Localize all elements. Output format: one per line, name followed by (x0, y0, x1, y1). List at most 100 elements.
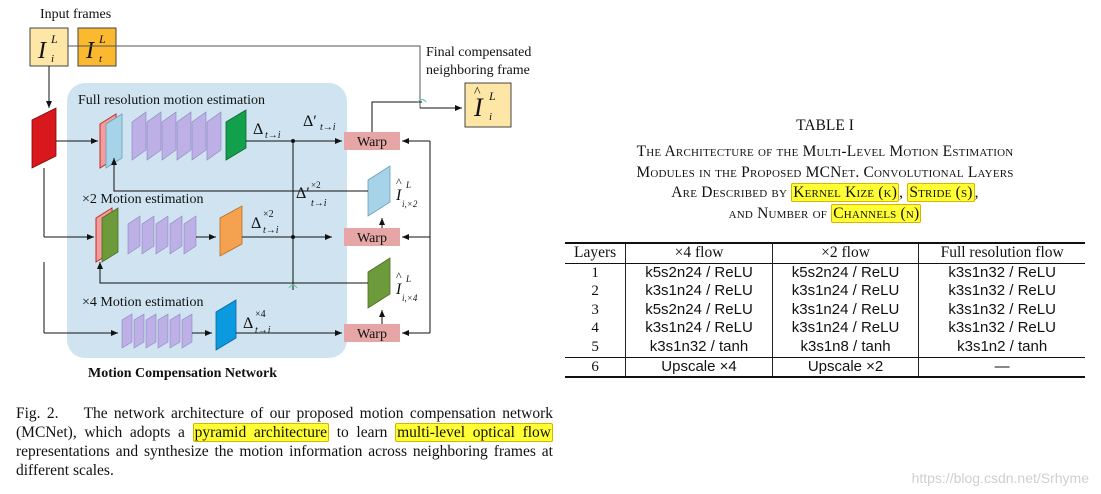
svg-text:L: L (98, 32, 106, 46)
svg-text:×2: ×2 (311, 180, 321, 190)
warp-label-full: Warp (357, 135, 387, 150)
svg-text:×4: ×4 (255, 309, 266, 320)
svg-text:t: t (99, 53, 103, 65)
full-res-label: Full resolution motion estimation (78, 93, 265, 108)
input-frame-t (77, 27, 117, 67)
svg-text:t→i: t→i (265, 130, 281, 141)
svg-text:L: L (405, 180, 411, 190)
header-layers: Layers (574, 244, 617, 261)
header-x4: ×4 flow (625, 243, 773, 264)
svg-text:^: ^ (396, 175, 402, 189)
highlight-stride: Stride (s) (907, 183, 975, 202)
svg-text:Δ′: Δ′ (296, 185, 310, 202)
svg-text:I: I (473, 93, 484, 122)
input-frame-i (29, 27, 69, 67)
highlight-optical-flow: multi-level optical flow (395, 423, 553, 442)
svg-text:t→i: t→i (255, 325, 271, 336)
table-cell: 5 (591, 338, 599, 355)
x4-flow-block (215, 299, 237, 351)
svg-text:I: I (85, 38, 95, 64)
figure-caption: Fig. 2. The network architecture of our … (16, 404, 553, 480)
table-desc-line4: and Number of Channels (n) (728, 203, 922, 223)
svg-text:Δ: Δ (253, 121, 263, 138)
table-title: TABLE I (796, 117, 854, 134)
svg-text:i: i (51, 53, 54, 65)
highlight-kernel: Kernel Kize (k) (791, 183, 900, 202)
svg-text:t→i: t→i (311, 198, 327, 209)
table-cell: 3 (591, 301, 599, 318)
table-cell: 1 (591, 264, 599, 281)
table-cell: Upscale ×2 (771, 357, 919, 378)
table-cell: k3s1n8 / tanh (771, 337, 919, 358)
highlight-pyramid: pyramid architecture (192, 423, 330, 442)
svg-text:Δ′: Δ′ (303, 113, 317, 130)
table-cell: k5s2n24 / ReLU (771, 263, 919, 283)
table-cell: k3s1n24 / ReLU (771, 319, 919, 338)
table-header-row: Layers ×4 flow ×2 flow Full resolution f… (565, 243, 1085, 264)
table-cell: k3s1n32 / ReLU (918, 263, 1085, 283)
svg-text:t→i: t→i (263, 225, 279, 236)
table-cell: k3s1n24 / ReLU (625, 319, 773, 338)
svg-text:L: L (50, 32, 58, 46)
table-cell: k3s1n24 / ReLU (625, 282, 773, 301)
table-cell: k3s1n32 / ReLU (918, 282, 1085, 301)
header-full: Full resolution flow (918, 243, 1085, 264)
svg-text:i,×2: i,×2 (402, 199, 418, 209)
table-cell: k5s2n24 / ReLU (625, 263, 773, 283)
table-cell: — (918, 357, 1085, 378)
highlight-channels: Channels (n) (831, 203, 922, 223)
table-cell: Upscale ×4 (625, 357, 773, 378)
mcnet-diagram: Input frames I L i I L t Final compensat… (29, 7, 531, 381)
x4-conv-layers (121, 313, 193, 349)
x2-conv-layers (127, 215, 197, 255)
table-cell: k3s1n32 / ReLU (918, 319, 1085, 338)
svg-text:Δ: Δ (251, 215, 261, 232)
warp-label-x2: Warp (357, 231, 387, 246)
table-cell: k3s1n24 / ReLU (771, 282, 919, 301)
table-row: 5 k3s1n32 / tanh k3s1n8 / tanh k3s1n2 / … (565, 337, 1085, 358)
caption-text-1: The network architecture of our proposed… (16, 405, 553, 441)
output-label-line2: neighboring frame (426, 63, 530, 78)
svg-text:I: I (395, 187, 402, 204)
warp-box-x2 (344, 228, 400, 246)
table-desc-line3: Are Described by Kernel Kize (k), Stride… (671, 183, 979, 202)
svg-text:t→i: t→i (320, 122, 336, 133)
warp-label-x4: Warp (357, 327, 387, 342)
table-cell: k5s2n24 / ReLU (625, 300, 773, 320)
table-cell: k3s1n2 / tanh (918, 337, 1085, 358)
x2-warped-frame (367, 165, 391, 217)
output-frame (464, 82, 512, 128)
table-description: The Architecture of the Multi-Level Moti… (565, 142, 1085, 224)
table-cell: 6 (591, 358, 599, 375)
layers-table: Layers ×4 flow ×2 flow Full resolution f… (565, 242, 1085, 378)
table-cell: 2 (591, 283, 599, 300)
svg-text:^: ^ (396, 269, 402, 283)
header-x2: ×2 flow (771, 243, 919, 264)
network-label: Motion Compensation Network (88, 366, 277, 381)
x4-label: ×4 Motion estimation (82, 295, 203, 310)
x2-flow-block (219, 205, 243, 257)
svg-text:I: I (37, 38, 47, 64)
table-desc-line1: The Architecture of the Multi-Level Moti… (636, 143, 1014, 160)
x4-warped-frame (367, 257, 391, 309)
caption-text-3: representations and synthesize the motio… (16, 443, 553, 479)
svg-text:i,×4: i,×4 (402, 293, 418, 303)
table-row: 1 k5s2n24 / ReLU k5s2n24 / ReLU k3s1n32 … (565, 263, 1085, 283)
stacked-input-block (31, 107, 57, 169)
table-cell: k3s1n24 / ReLU (771, 300, 919, 320)
svg-text:×2: ×2 (263, 209, 274, 220)
svg-text:i: i (489, 111, 492, 123)
svg-text:^: ^ (474, 85, 481, 100)
warp-box-full (344, 132, 400, 150)
svg-text:Δ: Δ (243, 315, 253, 332)
caption-text-2: to learn (329, 424, 396, 441)
full-res-conv-layers (131, 111, 222, 161)
warp-box-x4 (344, 324, 400, 342)
table-row: 6 Upscale ×4 Upscale ×2 — (565, 357, 1085, 378)
table-row: 3 k5s2n24 / ReLU k3s1n24 / ReLU k3s1n32 … (565, 300, 1085, 320)
x2-label: ×2 Motion estimation (82, 192, 203, 207)
table-desc-line2: Modules in the Proposed MCNet. Convoluti… (636, 163, 1014, 181)
watermark: https://blog.csdn.net/Srhyme (911, 470, 1089, 486)
svg-text:L: L (405, 274, 411, 284)
table-cell: k3s1n32 / ReLU (918, 300, 1085, 320)
